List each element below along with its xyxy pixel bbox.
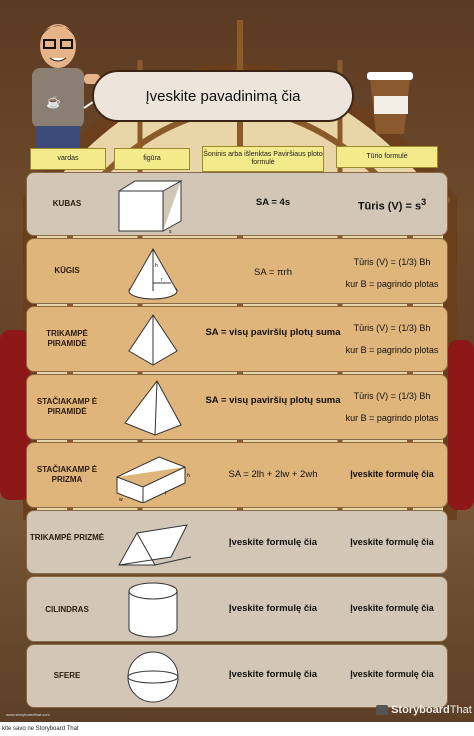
header-volume: Tūrio formulė: [336, 146, 438, 168]
cube-figure: s: [118, 180, 183, 235]
rectangular-pyramid-figure: [124, 380, 182, 436]
shape-name: TRIKAMPĖ PIRAMIDĖ: [46, 329, 88, 348]
watermark-text-2: That: [449, 704, 472, 716]
sphere-figure: [127, 651, 179, 703]
cone-r-label: r: [161, 277, 163, 283]
prism-l-label: l: [165, 491, 166, 497]
volume-formula[interactable]: Įveskite formulę čia: [350, 669, 434, 679]
triangular-prism-figure: [118, 524, 192, 566]
cylinder-figure: [128, 582, 178, 638]
surface-area-formula[interactable]: Įveskite formulę čia: [228, 603, 318, 614]
cone-figure: h r: [128, 247, 178, 300]
red-chair-right: [448, 340, 474, 510]
surface-area-formula[interactable]: Įveskite formulę čia: [228, 669, 318, 680]
prism-w-label: w: [119, 497, 123, 503]
shape-name: KŪGIS: [54, 266, 80, 275]
volume-superscript: 3: [421, 197, 427, 207]
teacher-character: ☕: [32, 24, 100, 148]
table-row: STAČIAKAMP Ė PRIZMA h l w SA = 2lh + 2lw…: [26, 442, 448, 508]
table-row: TRIKAMPĖ PIRAMIDĖ SA = visų paviršių plo…: [26, 306, 448, 372]
red-chair-left: [0, 330, 30, 500]
header-name: vardas: [30, 148, 106, 170]
shape-name: STAČIAKAMP Ė PIRAMIDĖ: [36, 397, 98, 416]
volume-note[interactable]: kur B = pagrindo plotas: [345, 345, 439, 355]
page-title[interactable]: Įveskite pavadinimą čia: [92, 70, 354, 122]
volume-formula[interactable]: Įveskite formulę čia: [350, 469, 434, 479]
surface-area-formula[interactable]: SA = 4s: [255, 197, 291, 208]
header-surface-area: Šoninis arba išlenktas Paviršiaus ploto …: [202, 146, 324, 172]
rectangular-prism-figure: h l w: [116, 456, 190, 503]
volume-note[interactable]: kur B = pagrindo plotas: [345, 413, 439, 423]
shape-name: CILINDRAS: [45, 605, 89, 614]
footer-text[interactable]: kite savo ne Storyboard That: [2, 726, 79, 732]
table-row: KŪGIS h r SA = πrh Tūris (V) = (1/3) Bh …: [26, 238, 448, 304]
volume-formula[interactable]: Įveskite formulę čia: [350, 537, 434, 547]
site-url: www.storyboardthat.com: [6, 712, 50, 717]
title-text: Įveskite pavadinimą čia: [145, 87, 301, 105]
surface-area-formula[interactable]: SA = visų paviršių plotų suma: [205, 395, 341, 406]
volume-note[interactable]: kur B = pagrindo plotas: [345, 279, 439, 289]
storyboard-watermark: StoryboardThat: [376, 704, 472, 716]
prism-h-label: h: [187, 473, 190, 479]
watermark-text: Storyboard: [391, 704, 450, 716]
table-row: KUBAS s SA = 4s Tūris (V) = s3: [26, 172, 448, 236]
volume-formula[interactable]: Tūris (V) = (1/3) Bh: [353, 257, 431, 267]
shape-name: STAČIAKAMP Ė PRIZMA: [36, 465, 98, 484]
surface-area-formula[interactable]: Įveskite formulę čia: [228, 537, 318, 548]
svg-text:☕: ☕: [46, 94, 61, 109]
shape-name: SFERE: [53, 671, 81, 680]
surface-area-formula[interactable]: SA = πrh: [254, 267, 292, 278]
triangular-pyramid-figure: [128, 314, 178, 366]
table-row: CILINDRAS Įveskite formulę čia Įveskite …: [26, 576, 448, 642]
table-row: TRIKAMPĖ PRIZMĖ Įveskite formulę čia Įve…: [26, 510, 448, 574]
volume-text: Tūris (V) = s: [357, 200, 422, 213]
table-row: SFERE Įveskite formulę čia Įveskite form…: [26, 644, 448, 708]
shape-name: KUBAS: [52, 199, 82, 208]
volume-formula[interactable]: Įveskite formulę čia: [350, 603, 434, 613]
coffee-cup-icon: [367, 72, 413, 134]
footer-bar: kite savo ne Storyboard That: [0, 722, 474, 736]
volume-formula[interactable]: Tūris (V) = s3: [337, 197, 447, 213]
surface-area-formula[interactable]: SA = visų paviršių plotų suma: [205, 327, 341, 338]
cone-h-label: h: [155, 263, 158, 269]
volume-formula[interactable]: Tūris (V) = (1/3) Bh: [353, 391, 431, 401]
cube-s-label: s: [169, 229, 172, 235]
table-row: STAČIAKAMP Ė PIRAMIDĖ SA = visų paviršių…: [26, 374, 448, 440]
volume-formula[interactable]: Tūris (V) = (1/3) Bh: [353, 323, 431, 333]
shape-name: TRIKAMPĖ PRIZMĖ: [29, 533, 105, 542]
watermark-icon: [376, 705, 388, 716]
header-figure: figūra: [114, 148, 190, 170]
surface-area-formula[interactable]: SA = 2lh + 2lw + 2wh: [228, 469, 318, 480]
